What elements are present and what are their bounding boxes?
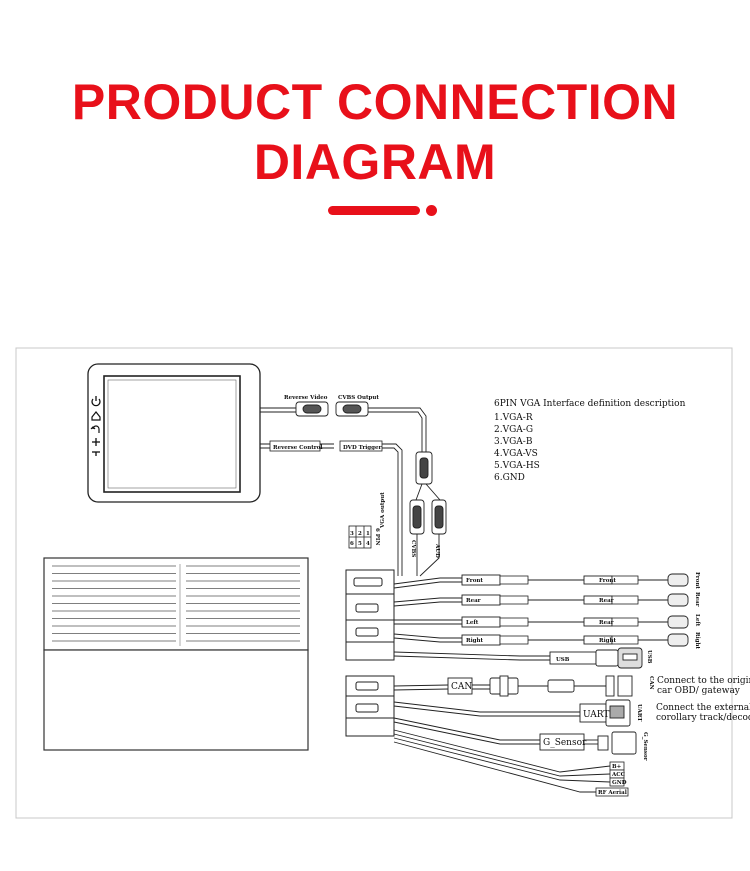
camera-cable-part	[667, 615, 689, 629]
aud-vertical-label: AUD	[434, 543, 440, 558]
gsensor-small-label: G_Sensor	[642, 732, 648, 761]
diagram-frame	[15, 347, 733, 819]
rca-plugs	[409, 451, 447, 577]
can-small-label: CAN	[648, 676, 654, 690]
vga-description-title: 6PIN VGA Interface definition descriptio…	[494, 399, 686, 409]
pin-4: 4	[366, 541, 370, 547]
camera-end-label: Right	[694, 632, 700, 650]
connection-diagram: Reverse Video CVBS Output Reverse Contro…	[15, 347, 750, 819]
camera-row: Right Right Right	[461, 632, 700, 650]
camera-cable-part	[499, 575, 529, 585]
vga-pin-4: 4.VGA-VS	[494, 449, 538, 459]
camera-row: Left Rear Left	[461, 614, 700, 629]
camera-cable-part	[499, 635, 529, 645]
usb-connector	[549, 647, 643, 669]
camera-label: Rear	[466, 598, 481, 604]
volume-up-icon	[92, 438, 100, 446]
power-leads	[595, 761, 629, 797]
gsensor-connector	[539, 731, 637, 755]
camera-cable-part	[499, 617, 529, 627]
uart-small-label: UART	[636, 704, 642, 722]
uart-desc-line-2: corollary track/decoder	[656, 713, 750, 723]
uart-label: UART	[583, 710, 609, 720]
camera-cable-part	[611, 617, 639, 627]
pin-2: 2	[358, 531, 362, 537]
camera-cable-part	[611, 595, 639, 605]
camera-label: Front	[466, 578, 483, 584]
pin-6: 6	[350, 541, 354, 547]
uart-desc-line-1: Connect the external	[656, 703, 750, 713]
can-desc-line-2: car OBD/ gateway	[657, 686, 741, 696]
volume-down-icon	[92, 451, 100, 456]
vga-pin-6: 6.GND	[494, 473, 525, 483]
camera-mid-label: Rear	[599, 620, 614, 626]
six-pin-label: 6 PIN	[374, 528, 380, 545]
pin-3: 3	[350, 531, 354, 537]
pin-1: 1	[366, 531, 370, 537]
usb-end-label: USB	[646, 650, 652, 664]
vga-pin-1: 1.VGA-R	[494, 413, 533, 423]
power-icon	[91, 396, 101, 407]
reverse-video-label: Reverse Video	[284, 395, 328, 401]
vga-pin-3: 3.VGA-B	[494, 437, 533, 447]
camera-cable-part	[667, 593, 689, 607]
can-connector	[447, 675, 633, 697]
page-title-line-1: PRODUCT CONNECTION	[71, 74, 679, 130]
reverse-control-label: Reverse Control	[273, 445, 322, 451]
dvd-trigger-label: DVD Trigger	[343, 445, 381, 451]
title-underline-bar	[328, 206, 420, 215]
camera-row: Front Front Front	[461, 572, 700, 589]
camera-cable-part	[667, 633, 689, 647]
back-icon	[90, 425, 100, 433]
uart-connector	[579, 699, 631, 727]
vga-pin-5: 5.VGA-HS	[494, 461, 540, 471]
cvbs-output-label: CVBS Output	[338, 395, 379, 401]
harness-connectors	[345, 569, 395, 737]
vga-output-label: VGA output	[380, 492, 386, 529]
acc-label: ACC	[611, 772, 626, 778]
camera-end-label: Left	[694, 614, 700, 627]
title-underline-dot	[426, 205, 437, 216]
camera-cable-part	[667, 573, 689, 587]
camera-end-label: Front	[694, 572, 700, 589]
home-icon	[91, 411, 101, 421]
can-desc-line-1: Connect to the original	[657, 676, 750, 686]
camera-cable-part	[499, 595, 529, 605]
bplus-label: B+	[612, 764, 622, 770]
camera-end-label: Rear	[694, 592, 700, 607]
camera-label: Left	[466, 620, 479, 626]
pin-5: 5	[358, 541, 362, 547]
usb-label: USB	[556, 657, 570, 663]
six-pin-grid	[348, 525, 372, 549]
camera-mid-label: Right	[599, 638, 617, 644]
camera-row: Rear Rear Rear	[461, 592, 700, 607]
cvbs-vertical-label: CVBS	[410, 540, 416, 557]
camera-mid-label: Rear	[599, 598, 614, 604]
camera-mid-label: Front	[599, 578, 616, 584]
main-unit	[43, 557, 309, 751]
camera-label: Right	[466, 638, 484, 644]
page-title-line-2: DIAGRAM	[253, 134, 497, 190]
vga-pin-2: 2.VGA-G	[494, 425, 533, 435]
monitor	[87, 363, 261, 503]
gsensor-label: G_Sensor	[543, 738, 587, 748]
rf-aerial-label: RF Aerial	[598, 790, 627, 796]
can-label: CAN	[451, 682, 472, 692]
gnd-label: GND	[612, 780, 627, 786]
